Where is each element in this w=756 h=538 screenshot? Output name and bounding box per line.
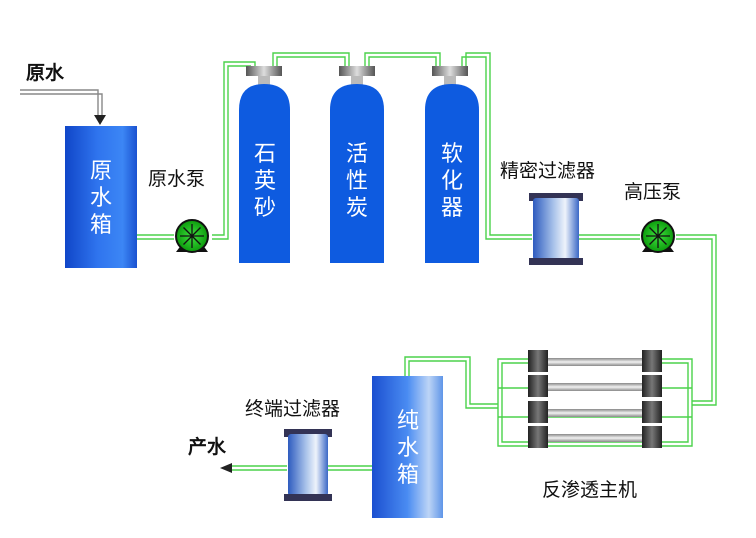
ro-membrane-1 bbox=[528, 350, 662, 372]
raw-water-tank bbox=[65, 126, 137, 268]
precision-filter bbox=[529, 193, 583, 265]
label-raw-water: 原水 bbox=[26, 62, 65, 84]
label-product-water: 产水 bbox=[188, 436, 227, 458]
label-raw-water-tank: 原水箱 bbox=[89, 159, 112, 238]
label-pure-water-tank: 纯水箱 bbox=[396, 409, 419, 488]
label-terminal-filter: 终端过滤器 bbox=[245, 398, 341, 420]
pipework bbox=[20, 52, 717, 471]
ro-membrane-array bbox=[528, 350, 662, 448]
raw-water-inlet-line bbox=[20, 89, 99, 115]
activated-carbon-vessel bbox=[330, 66, 384, 263]
terminal-filter bbox=[284, 429, 332, 501]
ro-membrane-3 bbox=[528, 401, 662, 423]
label-softener: 软化器 bbox=[440, 142, 463, 221]
ro-frame bbox=[497, 358, 693, 447]
raw-water-pump-icon bbox=[175, 219, 209, 253]
label-high-pressure-pump: 高压泵 bbox=[624, 181, 682, 203]
product-arrow-icon bbox=[220, 463, 232, 473]
pipe-softener-to-filter bbox=[465, 52, 532, 236]
ro-membrane-2 bbox=[528, 375, 662, 397]
softener-vessel bbox=[425, 66, 479, 263]
label-raw-water-pump: 原水泵 bbox=[148, 168, 206, 190]
pipe-carbon-to-softener bbox=[364, 52, 441, 68]
high-pressure-pump-icon bbox=[641, 219, 675, 253]
label-ro-unit: 反渗透主机 bbox=[542, 479, 638, 501]
label-activated-carbon: 活性炭 bbox=[345, 142, 368, 221]
label-precision-filter: 精密过滤器 bbox=[500, 160, 596, 182]
pipe-ro-to-puretank bbox=[404, 356, 498, 405]
pipe-quartz-to-carbon bbox=[272, 52, 350, 68]
quartz-sand-vessel bbox=[239, 66, 290, 263]
label-quartz-sand: 石英砂 bbox=[253, 142, 276, 221]
pure-water-tank bbox=[372, 376, 443, 518]
inlet-arrow-icon bbox=[94, 115, 106, 125]
pipe-hppump-to-ro bbox=[676, 234, 717, 406]
pipe-pump-to-quartz bbox=[212, 61, 256, 236]
ro-membrane-4 bbox=[528, 426, 662, 448]
